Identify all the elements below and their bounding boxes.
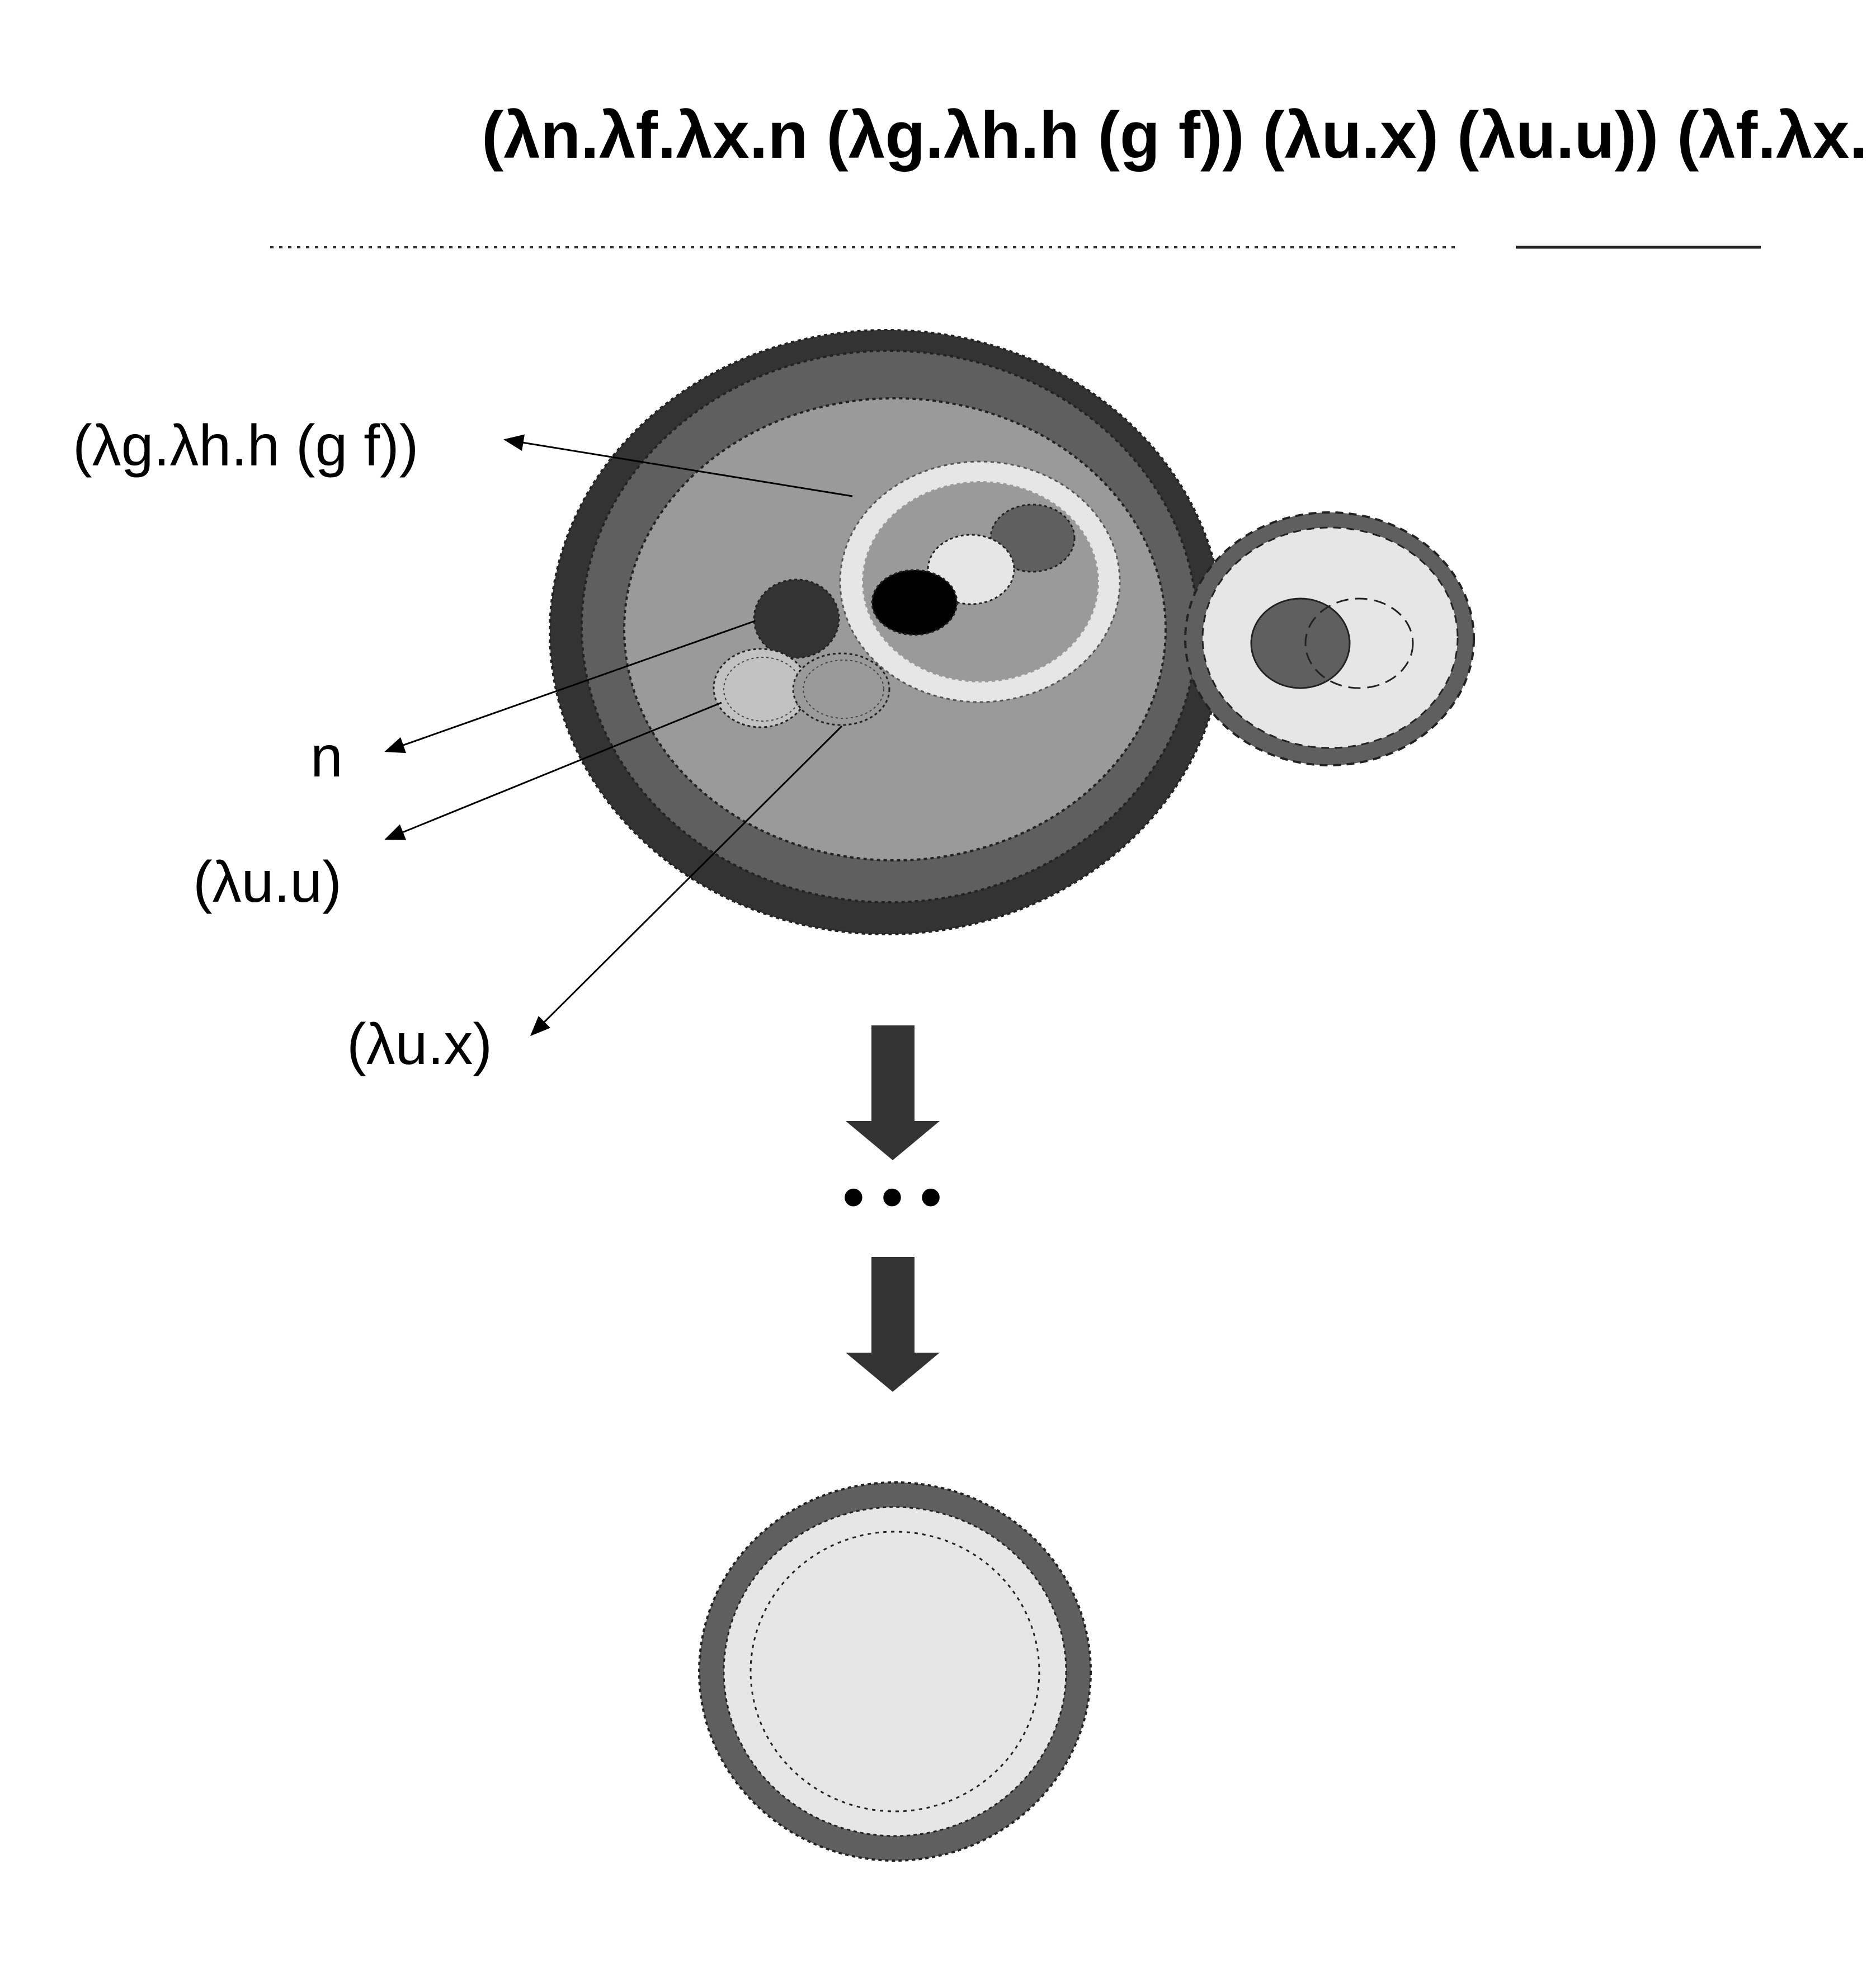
result-inner-dotted-ring: [750, 1531, 1040, 1812]
variable-n: [753, 578, 840, 659]
ellipsis: • • •: [843, 1162, 942, 1231]
result-bubble: [698, 1481, 1092, 1862]
arrow-n: [384, 620, 756, 754]
title: (λn.λf.λx.n (λg.λh.h (g f)) (λu.x) (λu.u…: [482, 98, 1876, 172]
function-bubble: [549, 329, 1224, 935]
variable-h: [871, 569, 958, 636]
label-n: n: [310, 724, 343, 789]
const-inner: [803, 660, 884, 719]
argument-variable-f: [1250, 597, 1351, 689]
result-inner-area: [723, 1506, 1067, 1837]
label-lambda-g: (λg.λh.h (g f)): [73, 413, 418, 478]
label-const: (λu.x): [347, 1012, 492, 1077]
label-identity: (λu.u): [193, 850, 342, 915]
identity-inner: [723, 657, 803, 722]
argument-variable-x: [1304, 597, 1414, 689]
arrow-identity: [384, 701, 722, 840]
arrow-lambda-g: [503, 434, 853, 497]
reduction-arrow-1: [846, 1025, 940, 1160]
argument-bubble: [1184, 511, 1475, 766]
arrow-const: [530, 725, 843, 1037]
reduction-arrow-2: [846, 1257, 940, 1392]
